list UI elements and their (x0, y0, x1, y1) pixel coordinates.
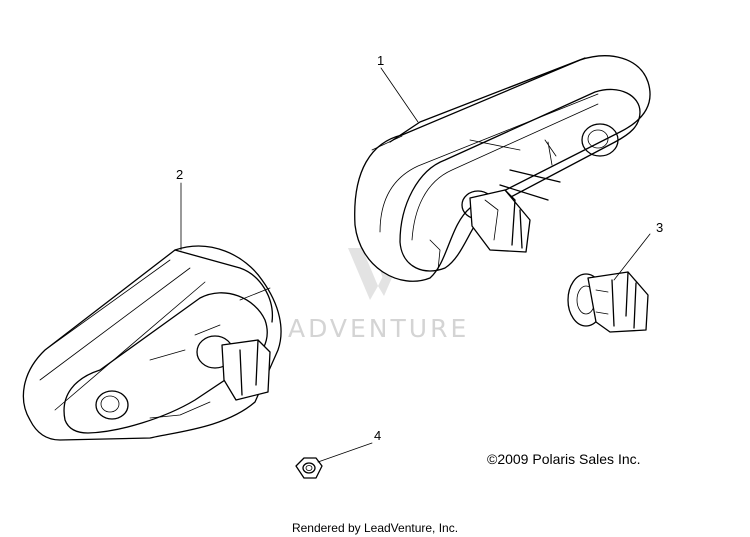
copyright-text: ©2009 Polaris Sales Inc. (487, 451, 641, 467)
callout-3: 3 (656, 220, 663, 235)
part-1-tail-light-assembly (354, 55, 651, 282)
callout-4: 4 (374, 428, 381, 443)
leader-line-3 (613, 233, 651, 281)
leader-line-1 (380, 67, 419, 123)
callout-2: 2 (176, 167, 183, 182)
footer-text: Rendered by LeadVenture, Inc. (291, 521, 459, 535)
leader-lines (180, 67, 651, 463)
part-3-bulb-socket (567, 271, 649, 333)
part-2-tail-light-assembly (22, 245, 282, 441)
watermark-text: ADVENTURE (288, 314, 469, 343)
callout-1: 1 (377, 53, 384, 68)
leader-line-4 (317, 442, 373, 463)
part-4-hex-nut (295, 457, 323, 479)
